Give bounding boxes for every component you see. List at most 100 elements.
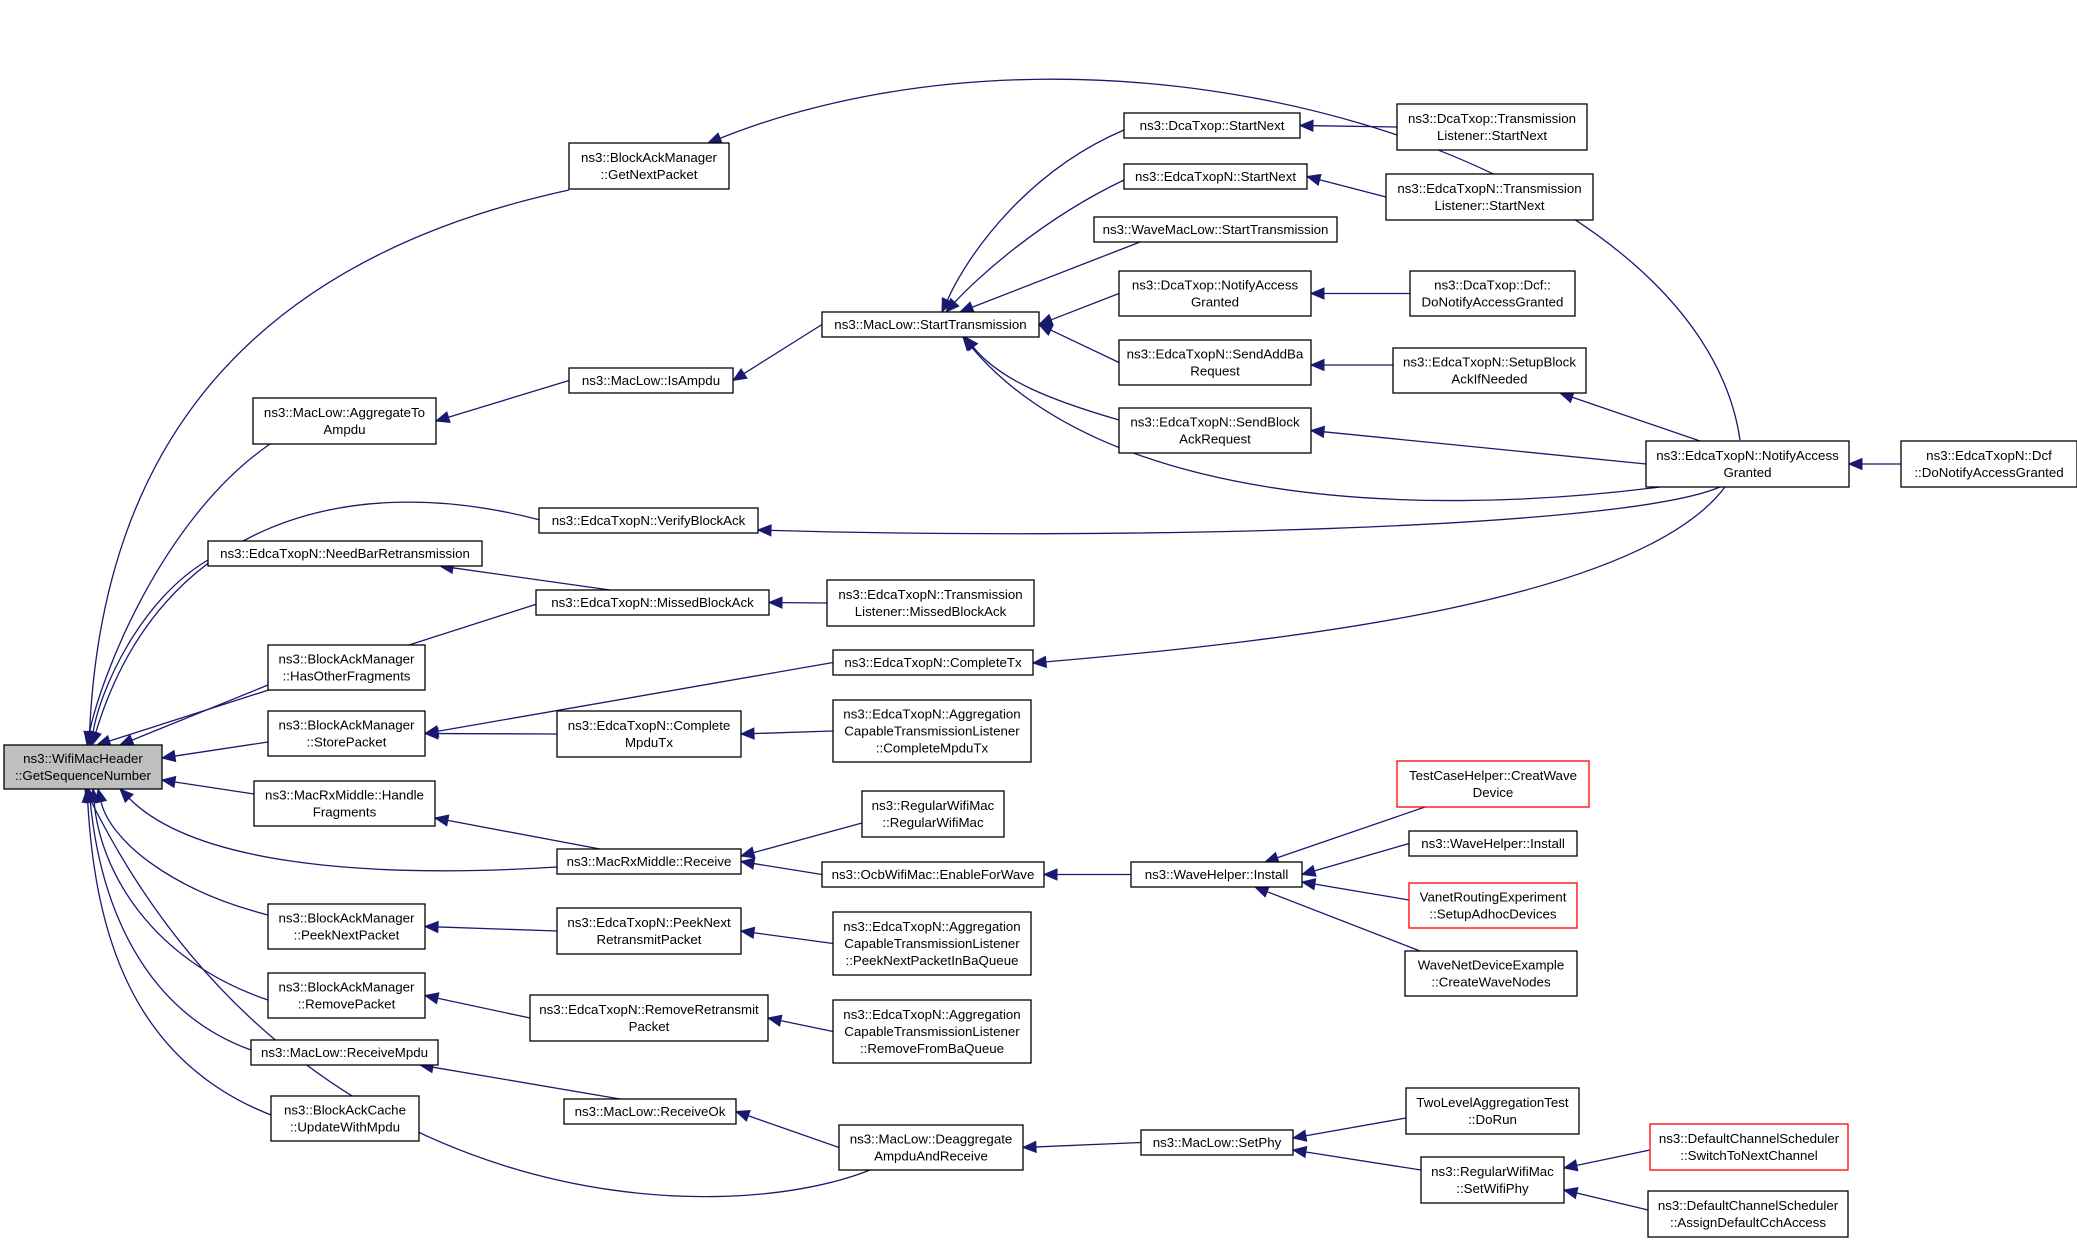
node-label-line: Device xyxy=(1473,785,1514,800)
node-edca-needbar[interactable]: ns3::EdcaTxopN::NeedBarRetransmission xyxy=(207,540,483,567)
node-label-line: ns3::EdcaTxopN::CompleteTx xyxy=(844,655,1022,670)
edge-ocb_enable-to-mrx_receive xyxy=(739,857,823,876)
node-box xyxy=(267,903,426,950)
node-edca-verify[interactable]: ns3::EdcaTxopN::VerifyBlockAck xyxy=(538,507,759,534)
node-bam-remove[interactable]: ns3::BlockAckManager::RemovePacket xyxy=(267,972,426,1019)
node-mrx-receive[interactable]: ns3::MacRxMiddle::Receive xyxy=(556,848,742,875)
edge-arrowhead xyxy=(766,1014,783,1027)
node-box xyxy=(1140,1129,1294,1156)
node-dca-tl-startnext[interactable]: ns3::DcaTxop::TransmissionListener::Star… xyxy=(1396,103,1588,151)
node-vre-setup[interactable]: VanetRoutingExperiment::SetupAdhocDevice… xyxy=(1408,882,1578,929)
node-ocb-enable[interactable]: ns3::OcbWifiMac::EnableForWave xyxy=(821,861,1045,888)
node-wml-starttx[interactable]: ns3::WaveMacLow::StartTransmission xyxy=(1093,216,1338,243)
node-label-line: Ampdu xyxy=(323,422,365,437)
node-ml-setphy[interactable]: ns3::MacLow::SetPhy xyxy=(1140,1129,1294,1156)
node-bam-hasother[interactable]: ns3::BlockAckManager::HasOtherFragments xyxy=(267,644,426,691)
node-edca-dcf-donotify[interactable]: ns3::EdcaTxopN::Dcf::DoNotifyAccessGrant… xyxy=(1900,440,2077,488)
edge-arrowhead xyxy=(1042,868,1058,881)
node-dca-startnext[interactable]: ns3::DcaTxop::StartNext xyxy=(1123,112,1301,139)
node-bam-peeknext[interactable]: ns3::BlockAckManager::PeekNextPacket xyxy=(267,903,426,950)
node-box xyxy=(1420,1156,1565,1204)
node-wnde-create[interactable]: WaveNetDeviceExample::CreateWaveNodes xyxy=(1404,950,1578,997)
node-ml-isampdu[interactable]: ns3::MacLow::IsAmpdu xyxy=(568,367,734,394)
edge-dcs_assign-to-rwm_setwifiphy xyxy=(1562,1187,1649,1211)
edge-edca_peeknext-to-bam_peeknext xyxy=(423,920,558,934)
edge-arrowhead xyxy=(706,132,723,144)
node-ml-starttx[interactable]: ns3::MacLow::StartTransmission xyxy=(821,311,1040,338)
node-edca-missed[interactable]: ns3::EdcaTxopN::MissedBlockAck xyxy=(535,589,770,616)
node-label-line: ::StorePacket xyxy=(307,735,387,750)
node-label-line: ns3::BlockAckManager xyxy=(581,150,718,165)
node-tlat-dorun[interactable]: TwoLevelAggregationTest::DoRun xyxy=(1405,1087,1580,1135)
node-label-line: ::DoNotifyAccessGranted xyxy=(1914,465,2063,480)
node-dca-notify[interactable]: ns3::DcaTxop::NotifyAccessGranted xyxy=(1118,270,1312,317)
node-box xyxy=(207,540,483,567)
edge-line xyxy=(100,801,269,916)
node-label-line: ns3::EdcaTxopN::Dcf xyxy=(1926,448,2052,463)
edge-line xyxy=(452,567,611,591)
node-edca-completetx[interactable]: ns3::EdcaTxopN::CompleteTx xyxy=(832,649,1034,676)
node-ml-receivempdu[interactable]: ns3::MacLow::ReceiveMpdu xyxy=(250,1039,439,1066)
edge-edca_needbar-to-root xyxy=(87,559,209,747)
node-label-line: ns3::MacRxMiddle::Handle xyxy=(265,788,424,803)
node-edca-agg-peek[interactable]: ns3::EdcaTxopN::AggregationCapableTransm… xyxy=(832,911,1032,976)
node-box xyxy=(832,911,1032,976)
edge-edca_agg_remove-to-edca_removeretx xyxy=(766,1014,834,1033)
node-edca-tl-startnext[interactable]: ns3::EdcaTxopN::TransmissionListener::St… xyxy=(1385,173,1594,221)
node-box xyxy=(832,699,1032,763)
edge-edca_notify-to-edca_verify xyxy=(756,486,1721,537)
node-ml-receiveok[interactable]: ns3::MacLow::ReceiveOk xyxy=(563,1098,737,1125)
node-label-line: ns3::RegularWifiMac xyxy=(1431,1164,1554,1179)
node-label-line: ns3::DcaTxop::Transmission xyxy=(1408,111,1576,126)
node-label-line: ns3::EdcaTxopN::RemoveRetransmit xyxy=(539,1002,759,1017)
edge-arrowhead xyxy=(756,524,772,537)
node-label-line: ::RemoveFromBaQueue xyxy=(860,1041,1004,1056)
node-box xyxy=(1093,216,1338,243)
edge-ml_aggregate-to-root xyxy=(83,443,271,747)
edge-line xyxy=(1323,431,1647,465)
node-wh-install[interactable]: ns3::WaveHelper::Install xyxy=(1130,861,1303,888)
edge-edca_notify-to-edca_setupblock xyxy=(1558,391,1701,442)
node-edca-notify[interactable]: ns3::EdcaTxopN::NotifyAccessGranted xyxy=(1645,440,1850,488)
edge-line xyxy=(90,800,871,1198)
node-box xyxy=(253,780,436,827)
node-edca-startnext[interactable]: ns3::EdcaTxopN::StartNext xyxy=(1123,163,1308,190)
node-edca-completempdu[interactable]: ns3::EdcaTxopN::CompleteMpduTx xyxy=(556,710,742,758)
node-edca-agg-complete[interactable]: ns3::EdcaTxopN::AggregationCapableTransm… xyxy=(832,699,1032,763)
edge-line xyxy=(88,189,570,733)
node-edca-tl-missed[interactable]: ns3::EdcaTxopN::TransmissionListener::Mi… xyxy=(826,579,1035,627)
node-dcs-switch[interactable]: ns3::DefaultChannelScheduler::SwitchToNe… xyxy=(1649,1123,1849,1171)
node-dca-dcf-donotify[interactable]: ns3::DcaTxop::Dcf::DoNotifyAccessGranted xyxy=(1409,270,1576,317)
node-label-line: ns3::DcaTxop::StartNext xyxy=(1140,118,1285,133)
edge-arrowhead xyxy=(767,596,783,609)
node-dcs-assign[interactable]: ns3::DefaultChannelScheduler::AssignDefa… xyxy=(1647,1190,1849,1238)
node-bam-getnext[interactable]: ns3::BlockAckManager::GetNextPacket xyxy=(568,142,730,190)
edge-line xyxy=(1576,1149,1651,1166)
node-bac-update[interactable]: ns3::BlockAckCache::UpdateWithMpdu xyxy=(270,1095,420,1142)
node-label-line: ns3::BlockAckManager xyxy=(279,980,416,995)
node-box xyxy=(1408,882,1578,929)
node-root[interactable]: ns3::WifiMacHeader::GetSequenceNumber xyxy=(3,744,163,790)
edge-line xyxy=(1035,1141,1142,1148)
edge-mrx_receive-to-root xyxy=(119,788,558,872)
node-rwm-ctor[interactable]: ns3::RegularWifiMac::RegularWifiMac xyxy=(861,790,1005,838)
node-bam-store[interactable]: ns3::BlockAckManager::StorePacket xyxy=(267,710,426,757)
edge-wml_starttx-to-ml_starttx xyxy=(958,241,1141,313)
node-rwm-setwifiphy[interactable]: ns3::RegularWifiMac::SetWifiPhy xyxy=(1420,1156,1565,1204)
edge-ml_isampdu-to-ml_aggregate xyxy=(434,379,570,424)
node-edca-agg-remove[interactable]: ns3::EdcaTxopN::AggregationCapableTransm… xyxy=(832,999,1032,1064)
edge-arrowhead xyxy=(734,1110,751,1122)
node-wh-install2[interactable]: ns3::WaveHelper::Install xyxy=(1408,830,1578,857)
node-label-line: Listener::StartNext xyxy=(1437,128,1547,143)
node-box xyxy=(1409,270,1576,317)
node-label-line: ns3::EdcaTxopN::SendBlock xyxy=(1130,415,1300,430)
